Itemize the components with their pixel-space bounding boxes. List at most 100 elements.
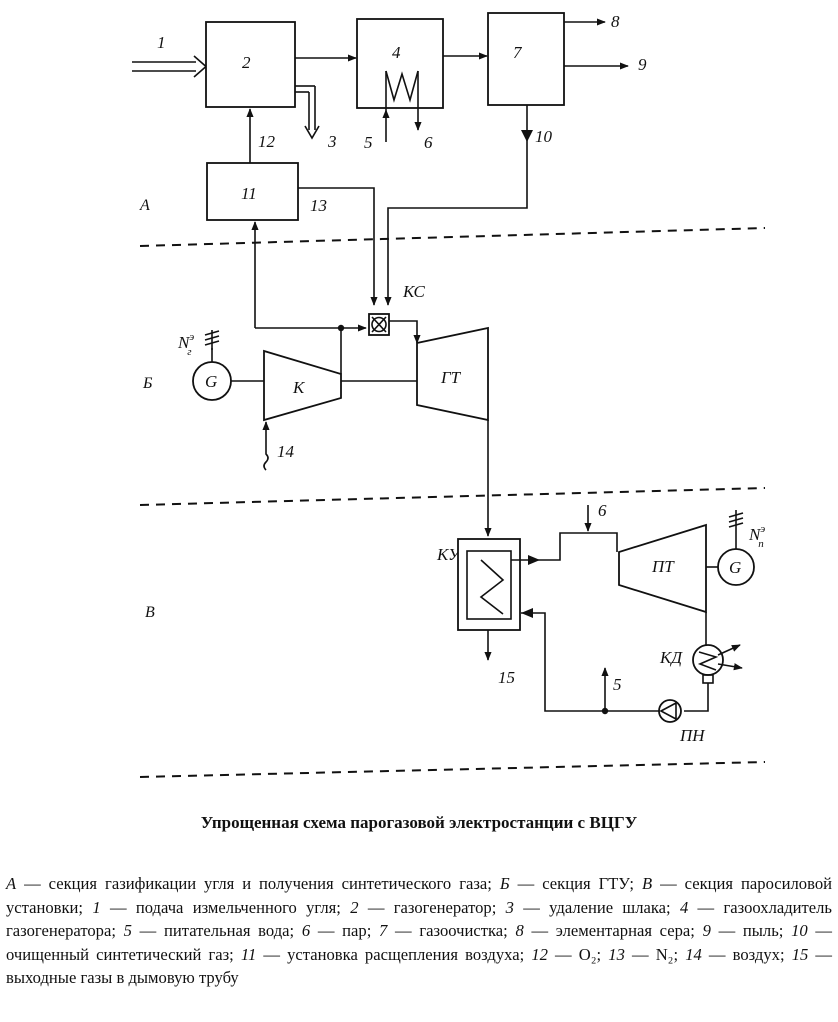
section-label-b: Б — [142, 375, 153, 392]
stream-14-label: 14 — [277, 442, 295, 461]
legend-text: — пар; — [310, 921, 380, 940]
ks-to-gt-line — [389, 320, 421, 344]
stream-13-label: 13 — [310, 196, 327, 215]
gas-turbine-label: ГТ — [440, 368, 462, 387]
section-label-a: А — [139, 197, 150, 214]
legend-key: 13 — [608, 944, 625, 964]
legend-text: — удаление шлака; — [513, 897, 680, 917]
air-separation-label: 11 — [241, 184, 257, 203]
gt-power-output-icon — [204, 330, 220, 350]
st-generator-label: G — [729, 558, 741, 577]
hrsg-inner — [466, 550, 512, 620]
legend-text: — подача измельченного угля; — [100, 897, 351, 917]
cooler-coil-icon — [385, 70, 419, 103]
flow-diagram: А Б В 1 2 3 4 5 6 7 8 9 10 11 — [132, 12, 766, 778]
steam-arrowhead — [528, 555, 540, 565]
legend-key: 3 — [505, 897, 514, 917]
cooling-water-in-arrow — [717, 663, 743, 671]
legend-key: А — [6, 874, 17, 893]
legend-key: 7 — [379, 921, 388, 940]
stream-8-label: 8 — [611, 12, 620, 31]
stream-12-label: 12 — [258, 132, 276, 151]
stream-3-label: 3 — [327, 132, 337, 151]
legend-key: 2 — [350, 897, 359, 917]
legend-key: Б — [499, 874, 510, 893]
legend-text: — газогенератор; — [358, 897, 506, 917]
legend-text: — установка расщепления воздуха; — [256, 944, 532, 964]
legend-key: 15 — [791, 944, 809, 964]
air-separation-block — [206, 162, 299, 221]
legend-text: — выходные газы в дымовую трубу — [6, 944, 832, 988]
legend-text: — воздух; — [701, 944, 792, 964]
stream-6-bottom-label: 6 — [598, 501, 607, 520]
legend-text: — питательная вода; — [131, 921, 302, 940]
gasifier-block — [205, 21, 296, 108]
section-divider-a-b — [139, 227, 766, 247]
section-divider-bottom — [139, 761, 766, 778]
stream-5-top-label: 5 — [364, 133, 373, 152]
legend-key: В — [642, 874, 653, 893]
steam-to-turbine-line — [511, 532, 618, 561]
legend-text: — газоохладитель газогенератора; — [6, 897, 832, 941]
legend-key: 10 — [791, 921, 808, 940]
legend-key: 9 — [702, 921, 711, 940]
legend-text: — очищенный синтетический газ; — [6, 921, 832, 964]
gt-generator-label: G — [205, 372, 217, 391]
condensate-line — [684, 683, 709, 712]
gasifier-label: 2 — [242, 53, 251, 72]
hrsg-coil-icon — [479, 559, 505, 615]
gas-cleaning-block — [487, 12, 565, 106]
nitrogen-line — [298, 187, 378, 306]
legend-key: 11 — [240, 944, 257, 964]
legend-text: — секция ГТУ; — [509, 874, 642, 893]
section-label-v: В — [145, 604, 155, 621]
section-divider-b-v — [139, 487, 766, 506]
legend-key: 8 — [515, 921, 524, 940]
cooling-water-out-arrow — [717, 644, 741, 656]
clean-syngas-line — [384, 105, 528, 306]
steam-turbine-label: ПТ — [651, 557, 675, 576]
feedwater-return-line — [521, 612, 659, 712]
legend-key: 4 — [679, 897, 689, 917]
gas-cooler-label: 4 — [392, 43, 401, 62]
heat-recovery-boiler — [457, 538, 521, 631]
st-power-output-icon — [728, 510, 744, 549]
legend-key: 14 — [685, 944, 702, 964]
legend-key: 5 — [123, 921, 132, 940]
legend-key: 6 — [301, 921, 311, 940]
legend-text: — газоочистка; — [387, 921, 516, 940]
stream-10-label: 10 — [535, 127, 553, 146]
stream-6-top-label: 6 — [424, 133, 433, 152]
air-inlet-arrow — [262, 421, 270, 471]
legend-text: — O₂; — [547, 944, 609, 964]
syngas-arrowhead — [521, 130, 533, 142]
compressor — [263, 349, 342, 422]
stream-5-bottom-label: 5 — [613, 675, 622, 694]
stream-1-label: 1 — [157, 33, 166, 52]
legend-text: — элементарная сера; — [523, 921, 703, 940]
legend-text: — пыль; — [710, 921, 792, 940]
condenser-label: КД — [659, 648, 683, 667]
pump-triangle-icon — [659, 701, 677, 721]
slag-removal-arrow — [295, 85, 320, 140]
hrsg-label: КУ — [436, 545, 462, 564]
gas-cleaning-label: 7 — [513, 43, 523, 62]
compressor-label: К — [292, 378, 306, 397]
gas-cooler-block — [356, 18, 444, 109]
legend-text: — секция паросиловой установки; — [6, 874, 833, 917]
feedwater-arrowhead — [521, 608, 533, 618]
legend-key: 1 — [92, 897, 101, 917]
figure-caption: Упрощенная схема парогазовой электростан… — [200, 813, 638, 832]
stream-15-label: 15 — [498, 668, 515, 687]
legend-text: — N₂; — [624, 944, 686, 964]
condenser-coil-icon — [697, 651, 719, 671]
legend-text: — секция газификации угля и получения си… — [16, 874, 500, 893]
junction-dot — [337, 324, 345, 332]
combustion-chamber-label: КС — [402, 282, 425, 301]
condenser-outlet — [702, 674, 714, 684]
feed-pump-label: ПН — [679, 726, 706, 745]
figure-legend: А — секция газификации угля и получения … — [6, 872, 832, 990]
